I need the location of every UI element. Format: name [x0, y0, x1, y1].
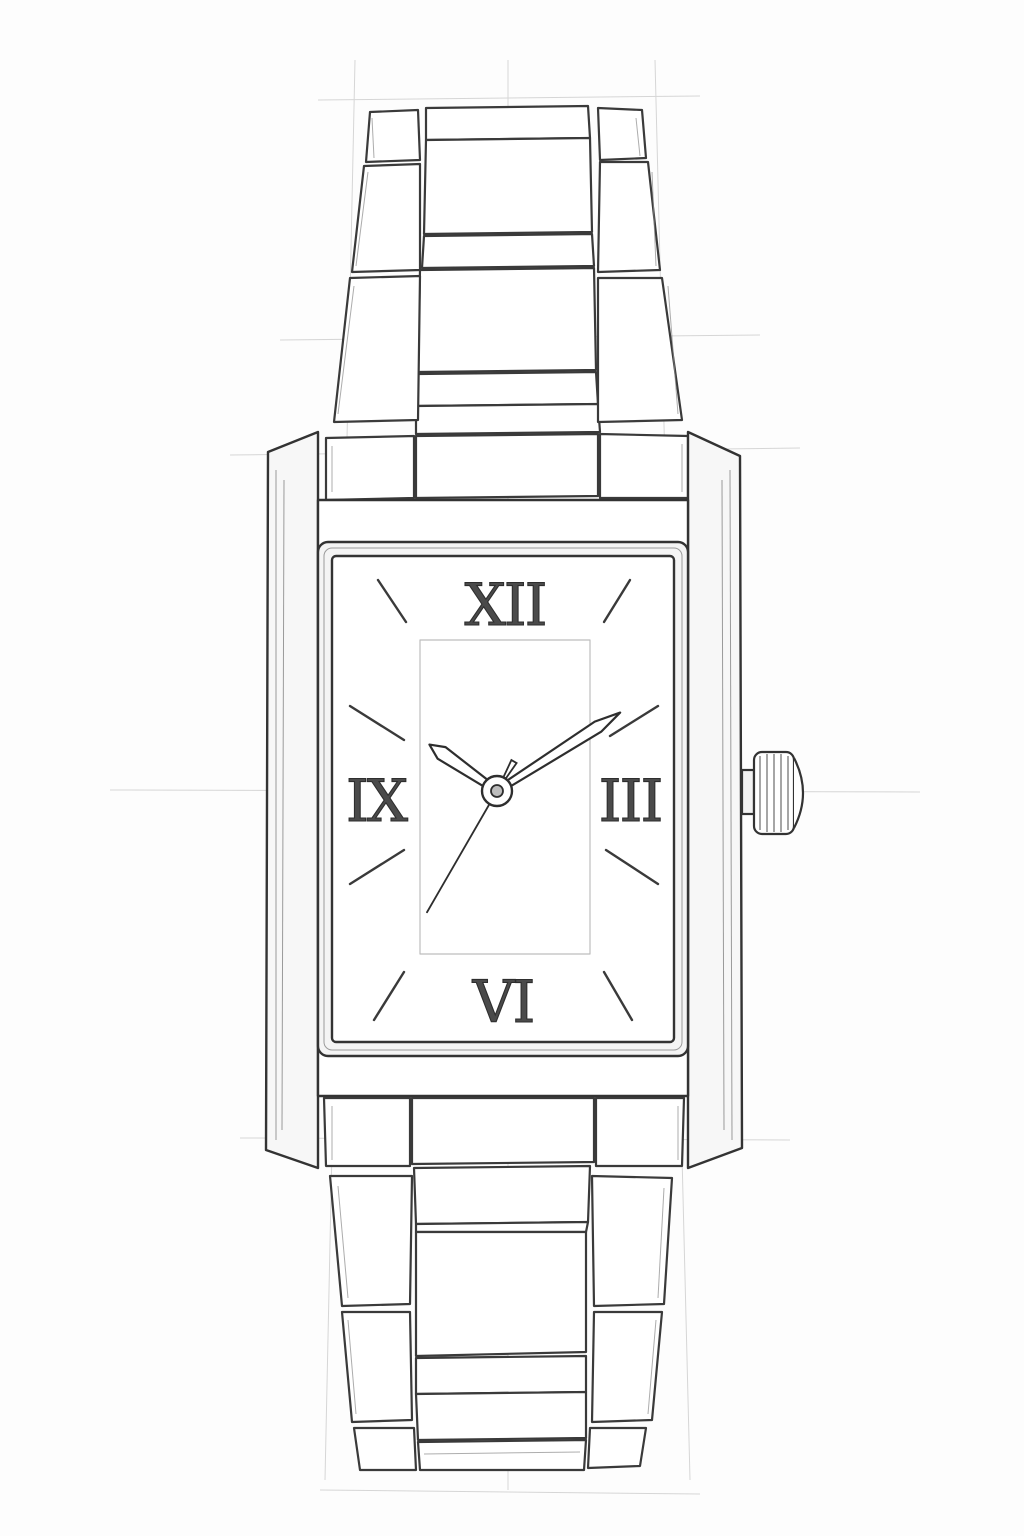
upper-right-link-3 [596, 276, 684, 424]
marker-icon [608, 704, 660, 738]
lower-right-link-2 [590, 1310, 664, 1424]
lower-center-link-2 [414, 1220, 590, 1234]
marker-icon [348, 704, 406, 742]
numeral-three: III [599, 767, 662, 835]
lower-center-link-6 [416, 1438, 588, 1472]
upper-left-link-2 [350, 162, 422, 274]
upper-center-link-6 [414, 402, 602, 436]
upper-center-link-2 [422, 136, 594, 236]
watch-hands [426, 711, 622, 914]
dial-inner-panel [419, 639, 591, 955]
upper-center-link-3 [420, 232, 596, 270]
hour-markers [348, 578, 660, 1022]
marker-icon [602, 970, 634, 1022]
lower-attachment-right [594, 1096, 686, 1168]
upper-center-link-5 [414, 370, 600, 408]
marker-icon [602, 578, 632, 624]
marker-icon [604, 848, 660, 886]
upper-left-link-3 [332, 274, 422, 424]
lower-left-link-2 [340, 1310, 414, 1424]
lower-center-link-4 [414, 1354, 588, 1396]
case-right-side [686, 430, 744, 1170]
lower-right-link-1 [590, 1174, 674, 1308]
upper-bracelet [324, 104, 690, 502]
marker-icon [348, 848, 406, 886]
upper-bracelet-shading [331, 117, 683, 492]
numeral-six: VI [472, 968, 534, 1036]
case-left-side [264, 430, 320, 1170]
upper-attachment-right [598, 432, 690, 500]
lower-right-link-3 [586, 1426, 648, 1470]
hand-hub-inner [490, 784, 504, 798]
lower-left-link-1 [328, 1174, 414, 1308]
lower-bracelet [322, 1096, 686, 1472]
upper-right-link-1 [596, 106, 648, 162]
upper-center-link-4 [416, 266, 598, 374]
lower-center-link-3 [414, 1230, 588, 1358]
hand-icon [426, 790, 498, 914]
numeral-twelve: XII [464, 571, 545, 639]
upper-attachment-center [414, 432, 600, 500]
upper-center-link-1 [424, 104, 592, 142]
lower-attachment-left [322, 1096, 412, 1168]
lower-bracelet-shading [331, 1106, 679, 1455]
marker-icon [376, 578, 408, 624]
upper-right-link-2 [596, 160, 662, 274]
numeral-nine: IX [346, 767, 409, 835]
lower-center-link-5 [414, 1390, 588, 1442]
case-shading [275, 469, 733, 1141]
lower-center-link-1 [412, 1164, 592, 1226]
upper-attachment-left [324, 434, 416, 502]
crown-icon [740, 750, 804, 836]
lower-attachment-center [410, 1096, 596, 1166]
upper-left-link-1 [364, 108, 422, 164]
lower-left-link-3 [352, 1426, 418, 1472]
marker-icon [372, 970, 406, 1022]
